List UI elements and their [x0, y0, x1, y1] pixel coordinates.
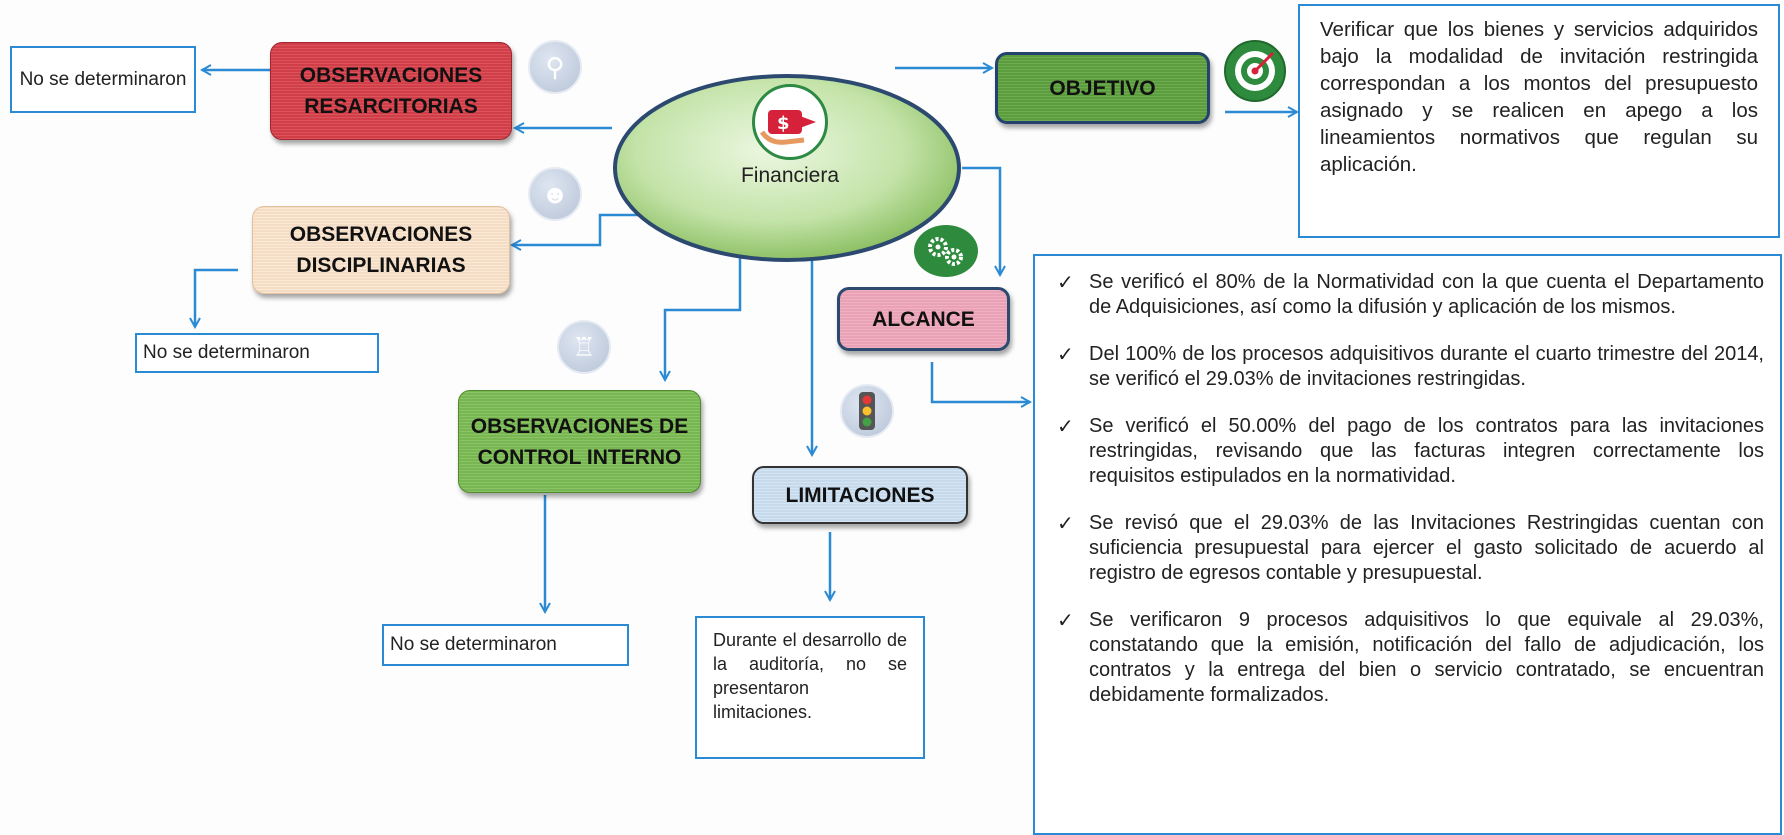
objetivo-text: Verificar que los bienes y servicios adq… — [1298, 4, 1780, 238]
alcance-item: Se verificó el 80% de la Normatividad co… — [1049, 270, 1764, 320]
objetivo-node: OBJETIVO — [995, 52, 1210, 124]
target-icon — [1224, 40, 1286, 102]
center-node — [613, 74, 961, 262]
alcance-item: Se verificaron 9 procesos adquisitivos l… — [1049, 608, 1764, 708]
gears-icon — [914, 225, 978, 277]
alcance-item: Se revisó que el 29.03% de las Invitacio… — [1049, 511, 1764, 586]
people-magnifier-icon: ⚲ — [528, 40, 582, 94]
meeting-icon: ♖ — [557, 320, 611, 374]
alcance-item: Del 100% de los procesos adquisitivos du… — [1049, 342, 1764, 392]
connector-to-alcance — [962, 166, 1000, 275]
connector-alcance-items — [930, 362, 1030, 402]
alcance-item: Se verificó el 50.00% del pago de los co… — [1049, 414, 1764, 489]
svg-text:$: $ — [777, 113, 790, 134]
alcance-node: ALCANCE — [837, 287, 1010, 351]
resarcitorias-node: OBSERVACIONES RESARCITORIAS — [270, 42, 512, 140]
limitaciones-node: LIMITACIONES — [752, 466, 968, 524]
person-icon: ☻ — [528, 167, 582, 221]
traffic-light-icon — [840, 384, 894, 438]
disciplinarias-result: No se determinaron — [135, 333, 379, 373]
disciplinarias-node: OBSERVACIONES DISCIPLINARIAS — [252, 206, 510, 294]
connector-disciplinarias-result — [195, 268, 238, 327]
connector-to-disciplinarias — [512, 213, 655, 245]
alcance-list: Se verificó el 80% de la Normatividad co… — [1033, 254, 1782, 835]
control-interno-result: No se determinaron — [382, 624, 629, 666]
hand-money-icon: $ — [752, 84, 828, 160]
connector-to-control-interno — [665, 250, 742, 380]
center-label: Financiera — [740, 164, 840, 187]
control-interno-node: OBSERVACIONES DE CONTROL INTERNO — [458, 390, 701, 493]
limitaciones-result: Durante el desarrollo de la auditoría, n… — [695, 616, 925, 759]
resarcitorias-result: No se determinaron — [10, 46, 196, 113]
